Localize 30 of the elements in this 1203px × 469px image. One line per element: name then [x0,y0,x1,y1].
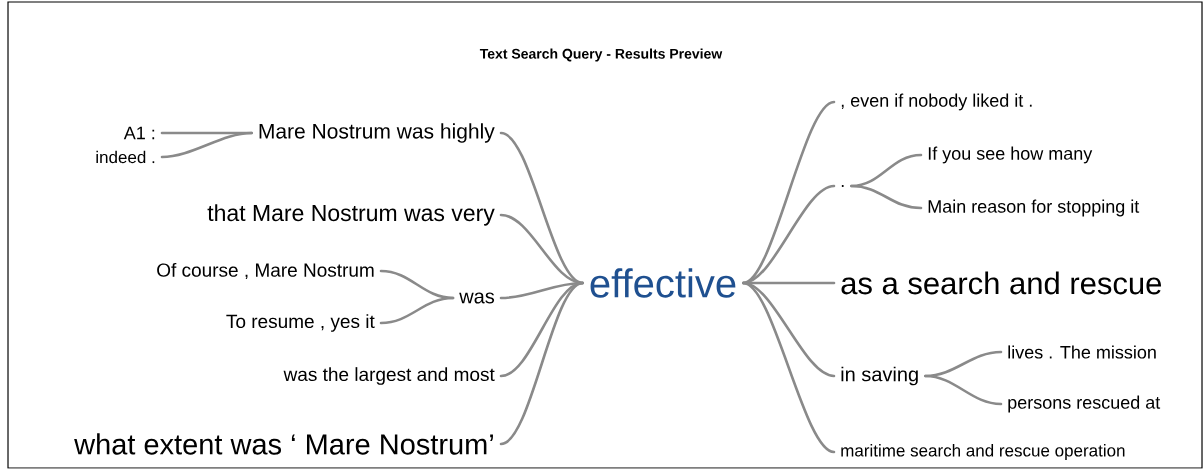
word: effective [590,268,736,298]
word: was [459,292,495,304]
branch-line [742,281,836,378]
word: Of course , Mare Nostrum [157,262,374,280]
branch-line [850,184,923,210]
word: , even if nobody liked it . [841,93,1032,111]
branch-line [499,281,584,378]
word: Mare Nostrum was highly [259,123,495,143]
word: Main reason for stopping it [928,199,1140,217]
word: what extent was ‘ Mare Nostrum’ [74,433,493,455]
word: If you see how many [928,146,1093,164]
word: . [841,185,844,187]
word: that Mare Nostrum was very [207,204,495,226]
branch-line [742,184,836,285]
word: A1 : [123,126,155,140]
branch-line [924,374,1003,406]
word: lives . The mission [1008,345,1156,359]
branch-line [160,131,253,159]
word: persons rescued at [1008,395,1161,413]
word: maritime search and rescue operation [841,444,1125,460]
word: as a search and rescue [841,271,1162,295]
branch-line [379,296,455,325]
word: in saving [841,366,918,386]
title: Text Search Query - Results Preview [479,48,723,62]
branch-line [499,213,584,285]
word: was the largest and most [283,367,495,385]
branch-line [742,281,836,454]
branch-line [499,281,584,446]
word: indeed . [96,150,155,164]
word: To resume , yes it [226,314,375,332]
